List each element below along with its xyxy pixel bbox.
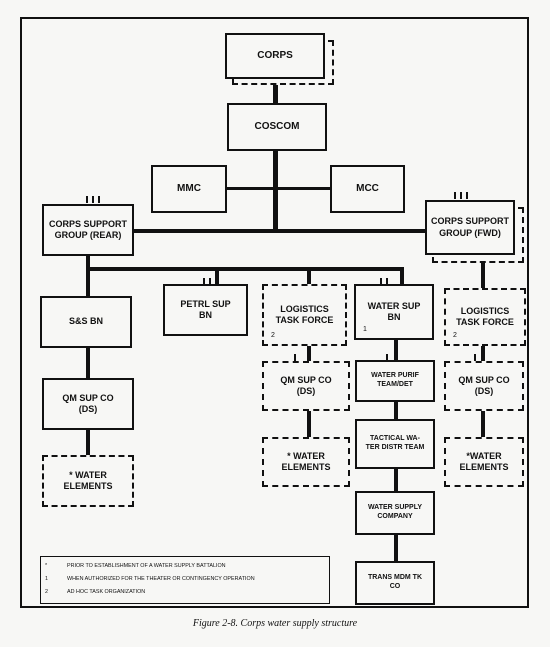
connector-qm2-water2 [307,410,311,438]
connector-tact-wsc [394,468,398,492]
ss-bn-label: S&S BN [68,316,103,327]
legend-mark: 1 [45,576,48,582]
tick [454,192,456,199]
petrl-sup-bn-label: PETRL SUP BN [180,298,231,320]
ltf2-footnote-mark: 2 [453,332,457,340]
qm-sup-co-3-label: QM SUP CO (DS) [458,374,510,396]
ltf2-box: LOGISTICS TASK FORCE 2 [444,288,526,346]
csg-fwd-box: CORPS SUPPORT GROUP (FWD) [425,200,515,255]
connector-petrl [215,269,219,285]
legend-text: AD HOC TASK ORGANIZATION [67,589,146,595]
ss-bn-box: S&S BN [40,296,132,348]
water-elements-2-label: * WATER ELEMENTS [281,450,331,472]
wsb-footnote-mark: 1 [363,326,367,334]
qm-sup-co-1-label: QM SUP CO (DS) [62,392,114,414]
tactical-water-label: TACTICAL WA-TER DISTR TEAM [365,435,425,451]
csg-rear-box: CORPS SUPPORT GROUP (REAR) [42,204,134,256]
connector-qm-water1 [86,428,90,456]
diagram-frame [20,17,529,608]
coscom-label: COSCOM [254,120,300,132]
water-elements-1-label: * WATER ELEMENTS [63,469,113,491]
legend-text: WHEN AUTHORIZED FOR THE THEATER OR CONTI… [67,576,255,582]
water-supply-company-label: WATER SUPPLY COMPANY [367,504,423,520]
connector-ltf1-qm [307,344,311,362]
corps-box: CORPS [225,33,325,79]
water-purif-box: WATER PURIF TEAM/DET [355,360,435,402]
qm-sup-co-1-box: QM SUP CO (DS) [42,378,134,430]
tick [380,278,382,285]
connector-wsb-purif [394,340,398,362]
tactical-water-box: TACTICAL WA-TER DISTR TEAM [355,419,435,469]
qm-sup-co-3-box: QM SUP CO (DS) [444,361,524,411]
csg-fwd-label: CORPS SUPPORT GROUP (FWD) [430,216,509,238]
connector-ltf2-qm [481,344,485,362]
tick [86,196,88,203]
ltf2-label: LOGISTICS TASK FORCE [456,305,514,327]
ltf1-box: LOGISTICS TASK FORCE 2 [262,284,347,346]
tick [460,192,462,199]
ltf1-footnote-mark: 2 [271,332,275,340]
connector-qm3-water3 [481,410,485,438]
connector-corps-coscom [273,84,278,104]
connector-group-bar [133,229,427,233]
corps-label: CORPS [257,49,293,61]
tick [386,354,388,361]
connector-coscom-trunk [273,150,278,232]
tick [386,278,388,285]
mcc-label: MCC [356,182,379,194]
trans-mdm-box: TRANS MDM TK CO [355,561,435,605]
connector-mcc [275,187,330,190]
connector-rear-down [86,254,90,269]
connector-wsb [400,269,404,285]
ltf1-label: LOGISTICS TASK FORCE [275,303,334,325]
tick [86,371,88,378]
trans-mdm-label: TRANS MDM TK CO [367,574,423,590]
tick [466,192,468,199]
coscom-box: COSCOM [227,103,327,151]
water-elements-2-box: * WATER ELEMENTS [262,437,350,487]
water-elements-3-box: *WATER ELEMENTS [444,437,524,487]
connector-rear-bar [86,267,404,271]
tick [98,196,100,203]
qm-sup-co-2-label: QM SUP CO (DS) [280,374,332,396]
legend-text: PRIOR TO ESTABLISHMENT OF A WATER SUPPLY… [67,563,226,569]
legend-mark: 2 [45,589,48,595]
water-elements-3-label: *WATER ELEMENTS [459,450,509,472]
water-sup-bn-label: WATER SUP BN [367,300,421,322]
water-elements-1-box: * WATER ELEMENTS [42,455,134,507]
tick [294,354,296,361]
tick [203,278,205,285]
connector-ssbn [86,269,90,297]
tick [474,354,476,361]
csg-rear-label: CORPS SUPPORT GROUP (REAR) [48,218,127,240]
figure-caption: Figure 2-8. Corps water supply structure [192,618,358,629]
water-supply-company-box: WATER SUPPLY COMPANY [355,491,435,535]
water-purif-label: WATER PURIF TEAM/DET [371,372,419,388]
petrl-sup-bn-box: PETRL SUP BN [163,284,248,336]
connector-mmc [225,187,275,190]
connector-fwd-down [481,262,485,290]
connector-ssbn-qm [86,348,90,378]
connector-ltf1 [307,269,311,285]
legend-mark: * [45,563,48,569]
mcc-box: MCC [330,165,405,213]
qm-sup-co-2-box: QM SUP CO (DS) [262,361,350,411]
mmc-label: MMC [177,182,201,194]
tick [209,278,211,285]
mmc-box: MMC [151,165,227,213]
connector-wsc-trans [394,534,398,562]
water-sup-bn-box: WATER SUP BN 1 [354,284,434,340]
tick [92,196,94,203]
connector-purif-tact [394,400,398,420]
legend: * PRIOR TO ESTABLISHMENT OF A WATER SUPP… [40,556,330,604]
